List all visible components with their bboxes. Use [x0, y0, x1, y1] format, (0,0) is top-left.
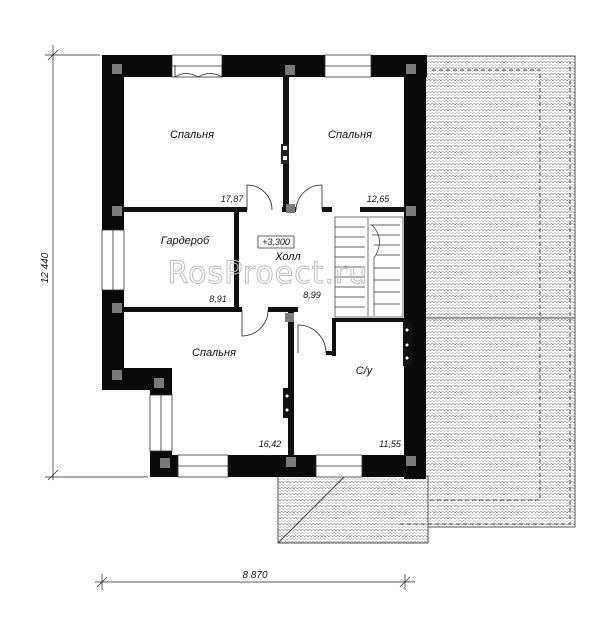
- height-dimension: [45, 45, 148, 481]
- room-area-bedroom-3: 16,42: [259, 439, 282, 449]
- doors: [174, 65, 327, 355]
- level-mark-box: [257, 235, 295, 249]
- watermark: RosProect.ru: [168, 256, 369, 291]
- room-area-wardrobe: 8,91: [209, 294, 227, 304]
- room-label-bedroom-2: Спальня: [328, 129, 372, 141]
- fixtures: [281, 144, 412, 418]
- room-area-bathroom: 11,55: [379, 439, 402, 449]
- room-area-hall: 8,99: [303, 290, 321, 300]
- room-label-bathroom: С/у: [356, 365, 374, 377]
- staircase: [334, 216, 404, 318]
- room-area-bedroom-2: 12,65: [367, 194, 391, 204]
- room-label-hall: Холл: [274, 251, 300, 263]
- level-mark: +3,300: [262, 237, 290, 247]
- windows: [101, 54, 372, 478]
- room-label-wardrobe: Гардероб: [161, 235, 210, 247]
- room-area-bedroom-1: 17,87: [221, 194, 245, 204]
- room-label-bedroom-1: Спальня: [170, 129, 214, 141]
- columns: [112, 64, 416, 468]
- roof-tiles: [277, 55, 576, 544]
- width-dimension-label: 8 870: [242, 570, 267, 581]
- width-dimension: [95, 574, 415, 590]
- height-dimension-label: 12 440: [40, 252, 51, 283]
- room-floors: [125, 78, 403, 455]
- room-label-bedroom-3: Спальня: [192, 347, 236, 359]
